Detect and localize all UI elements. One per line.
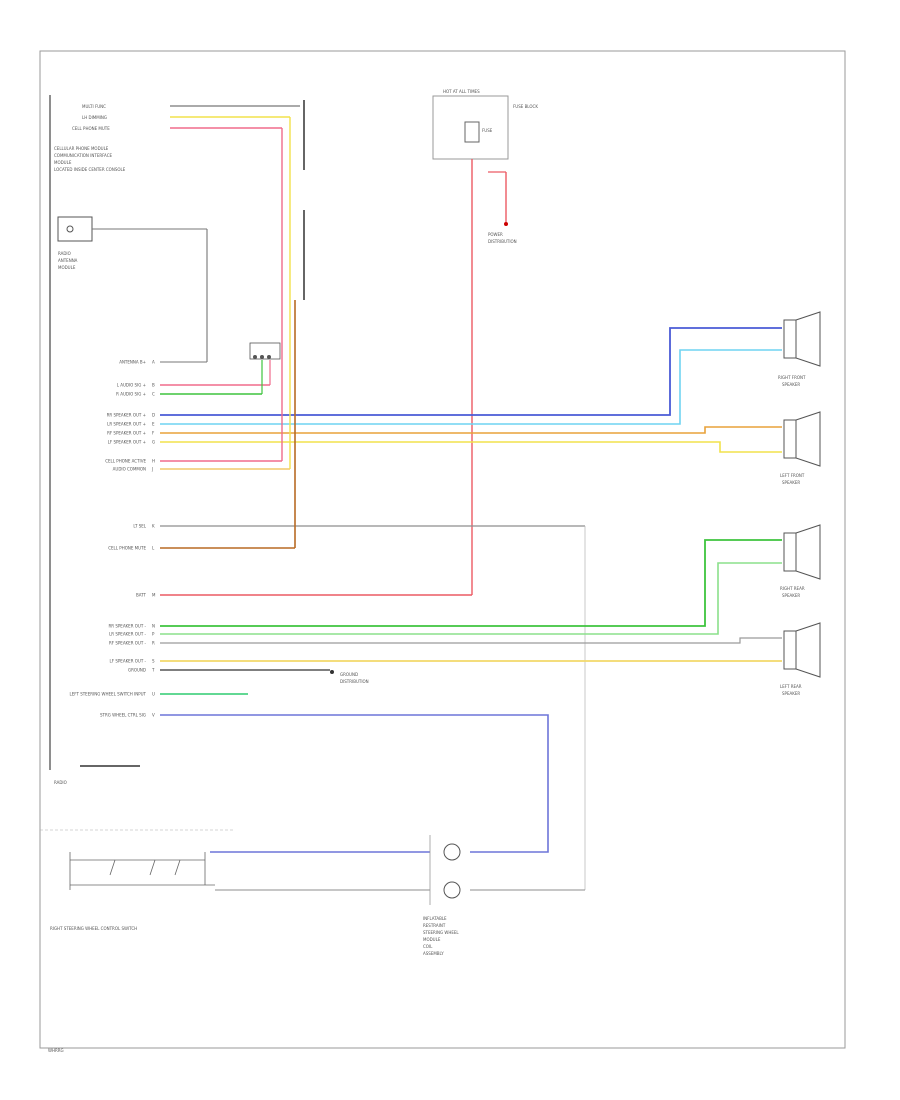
radio-pin-id: M (152, 593, 156, 598)
junction-block (249, 342, 281, 360)
radio-pins: ANTENNA B+ A L AUDIO SIG + B R AUDIO SIG + C R… (70, 360, 157, 718)
clock-spring-3: STEERING WHEEL (423, 930, 459, 935)
radio-wires (160, 117, 782, 890)
cp-desc-2: COMMUNICATION INTERFACE (54, 153, 113, 158)
radio-pin-label: CELL PHONE MUTE (108, 546, 146, 551)
speaker-lr-1: LEFT REAR (780, 684, 802, 689)
radio-name: RADIO (54, 780, 67, 785)
clock-spring-1: INFLATABLE (423, 916, 447, 921)
ground-reference: GROUND DISTRIBUTION (340, 672, 369, 684)
radio-pin-id: D (152, 413, 155, 418)
antenna-module: RADIO ANTENNA MODULE (57, 216, 208, 363)
radio-pin-label: BATT (136, 593, 147, 598)
right-rear-speaker: RIGHT REAR SPEAKER (780, 524, 821, 598)
radio-pin-label: LF SPEAKER OUT + (108, 440, 146, 445)
radio-pin-id: V (152, 713, 155, 718)
antenna-label-1: RADIO (58, 251, 71, 256)
radio-pin-id: E (152, 422, 155, 427)
speaker-lf-2: SPEAKER (782, 480, 800, 485)
radio-pin-id: U (152, 692, 155, 697)
clock-spring-2: RESTRAINT (423, 923, 446, 928)
cp-desc-1: CELLULAR PHONE MODULE (54, 146, 109, 151)
speaker-lr-2: SPEAKER (782, 691, 800, 696)
radio-pin-id: L (152, 546, 155, 551)
radio-pin-id: K (152, 524, 155, 529)
right-front-speaker: RIGHT FRONT SPEAKER (778, 311, 821, 387)
clock-spring: INFLATABLE RESTRAINT STEERING WHEEL MODU… (423, 835, 461, 956)
top-left-connector: MULTI FUNC LH DIMMING CELL PHONE MUTE CE… (54, 100, 305, 300)
radio-pin-label: AUDIO COMMON (113, 467, 146, 472)
radio-pin-id: C (152, 392, 155, 397)
radio-pin-label: L AUDIO SIG + (117, 383, 146, 388)
speaker-lf-1: LEFT FRONT (780, 473, 805, 478)
power-dist-label-2: DISTRIBUTION (488, 239, 517, 244)
speaker-rf-1: RIGHT FRONT (778, 375, 806, 380)
speaker-rr-1: RIGHT REAR (780, 586, 805, 591)
radio-pin-label: RR SPEAKER OUT - (109, 624, 147, 629)
footer-code: WHRRG (48, 1048, 64, 1053)
left-front-speaker: LEFT FRONT SPEAKER (780, 411, 821, 485)
clock-spring-6: ASSEMBLY (423, 951, 444, 956)
radio-pin-id: H (152, 459, 155, 464)
radio-pin-label: GROUND (128, 668, 146, 673)
radio-pin-id: J (151, 467, 153, 472)
radio-pin-label: R AUDIO SIG + (116, 392, 146, 397)
radio-pin-label: ANTENNA B+ (119, 360, 146, 365)
radio-pin-label: RF SPEAKER OUT + (107, 431, 146, 436)
radio-pin-label: LR SPEAKER OUT + (107, 422, 146, 427)
clock-spring-4: MODULE (423, 937, 441, 942)
ground-ref-2: DISTRIBUTION (340, 679, 369, 684)
radio-pin-id: T (151, 668, 155, 673)
cp-pin-c-label: CELL PHONE MUTE (72, 126, 110, 131)
radio-pin-id: G (152, 440, 155, 445)
radio-pin-label: LR SPEAKER OUT - (109, 632, 146, 637)
radio-pin-label: LF SPEAKER OUT - (110, 659, 147, 664)
cp-pin-a-label: MULTI FUNC (82, 104, 106, 109)
diagram-frame (39, 50, 846, 1049)
cp-pin-b-label: LH DIMMING (82, 115, 107, 120)
steering-switch-label: RIGHT STEERING WHEEL CONTROL SWITCH (50, 926, 137, 931)
radio-pin-id: A (152, 360, 155, 365)
ground-ref-1: GROUND (340, 672, 358, 677)
antenna-label-2: ANTENNA (58, 258, 78, 263)
fuse-header: HOT AT ALL TIMES (443, 89, 480, 94)
fuse-label: FUSE (482, 128, 493, 133)
antenna-label-3: MODULE (58, 265, 76, 270)
fuse-desc: FUSE BLOCK (513, 104, 538, 109)
radio-pin-id: F (152, 431, 155, 436)
radio-pin-id: B (152, 383, 155, 388)
radio-pin-label: LEFT STEERING WHEEL SWITCH INPUT (70, 692, 147, 697)
radio-pin-label: RF SPEAKER OUT - (109, 641, 147, 646)
steering-wheel-switch: RIGHT STEERING WHEEL CONTROL SWITCH (40, 829, 585, 931)
radio-pin-id: P (152, 632, 155, 637)
radio-pin-id: R (152, 641, 155, 646)
cp-desc-4: LOCATED INSIDE CENTER CONSOLE (54, 167, 126, 172)
radio-pin-id: S (152, 659, 155, 664)
speaker-rf-2: SPEAKER (782, 382, 800, 387)
fuse-block: HOT AT ALL TIMES FUSE FUSE BLOCK POWER D… (432, 89, 538, 595)
radio-pin-label: RR SPEAKER OUT + (107, 413, 146, 418)
radio-pin-label: STRG WHEEL CTRL SIG (100, 713, 146, 718)
speaker-rr-2: SPEAKER (782, 593, 800, 598)
radio-pin-id: N (152, 624, 155, 629)
radio-pin-label: CELL PHONE ACTIVE (105, 459, 146, 464)
clock-spring-5: COIL (423, 944, 433, 949)
left-rear-speaker: LEFT REAR SPEAKER (780, 622, 821, 696)
power-dist-label-1: POWER (488, 232, 503, 237)
cp-desc-3: MODULE (54, 160, 72, 165)
radio-pin-label: LT SEL (133, 524, 146, 529)
